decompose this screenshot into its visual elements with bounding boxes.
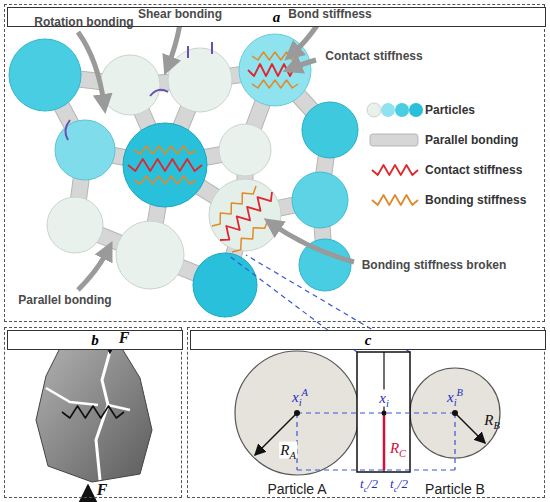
callout-label: Bond stiffness — [288, 7, 371, 21]
callout-label: Bonding stiffness broken — [362, 258, 507, 272]
legend-text: Particles — [425, 103, 475, 117]
legend-text: Parallel bonding — [425, 133, 518, 147]
callout-arrows — [78, 24, 354, 290]
dimension-label: tc/2 — [360, 476, 378, 492]
legend-text: Contact stiffness — [425, 163, 522, 177]
particle-label: Particle B — [425, 481, 485, 497]
dimension-label: tc/2 — [390, 476, 408, 492]
callout-label: Contact stiffness — [325, 49, 422, 63]
legend-text: Bonding stiffness — [425, 193, 526, 207]
position-symbol: xiB — [447, 389, 463, 406]
position-symbol: xi — [378, 390, 390, 407]
panel-letter: c — [190, 330, 546, 350]
callout-label: Shear bonding — [138, 7, 222, 21]
panel-frame: b — [4, 327, 182, 498]
legend-samples — [367, 103, 423, 146]
radius-symbol: RA — [279, 442, 297, 459]
force-symbol: F — [97, 481, 108, 499]
particles — [9, 34, 358, 317]
position-symbol: xiA — [292, 389, 308, 406]
radius-symbol: RC — [390, 440, 406, 457]
callout-label: Parallel bonding — [18, 293, 111, 307]
radius-symbol: RB — [484, 412, 500, 429]
panel-letter: b — [7, 330, 183, 350]
force-symbol: F — [119, 329, 130, 347]
callout-label: Rotation bonding — [34, 15, 133, 29]
springs — [128, 52, 418, 252]
particle-label: Particle A — [267, 481, 326, 497]
